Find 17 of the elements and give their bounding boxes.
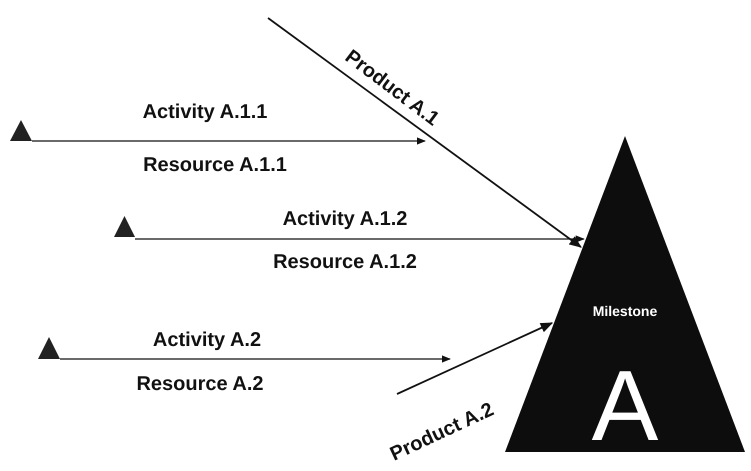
resource-label: Resource A.1.1 [143,155,287,175]
milestone-triangle [505,136,745,452]
arrow [60,355,451,363]
start-triangle [114,216,135,237]
arrow [267,17,582,248]
milestone-letter: A [590,356,660,456]
edge-label: Activity A.2 [152,330,262,350]
milestone-title: Milestone [592,304,658,318]
start-triangle [38,337,60,359]
edge-label: Activity A.1.2 [282,209,408,229]
resource-label: Resource A.2 [136,374,264,394]
edge-label: Activity A.1.1 [142,102,268,122]
arrow [32,137,426,145]
start-triangle [10,120,32,141]
arrow [396,322,554,395]
arrow [135,235,585,243]
resource-label: Resource A.1.2 [273,252,417,272]
